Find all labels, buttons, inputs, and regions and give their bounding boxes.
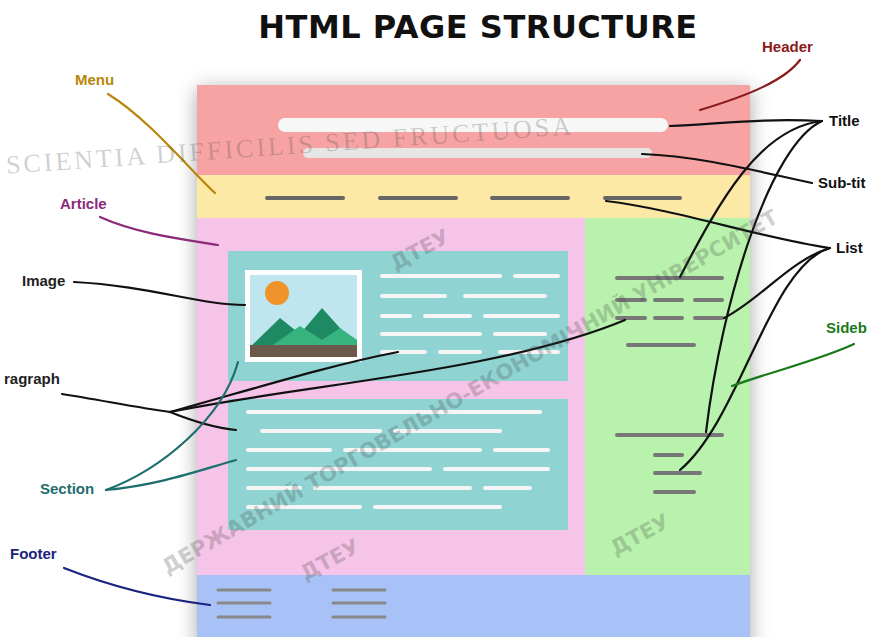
callout-label: Sub-tit — [818, 174, 865, 192]
page-body — [197, 85, 750, 637]
watermark-text: ДТЕУ — [386, 224, 453, 275]
header-band — [197, 85, 750, 175]
leader-line — [170, 412, 236, 430]
image-icon — [245, 270, 362, 362]
leader-line — [100, 217, 218, 245]
leader-line — [680, 248, 830, 470]
callout-label: Header — [762, 38, 813, 56]
footer-lines — [218, 590, 385, 617]
leader-line — [106, 362, 238, 490]
callout-label: Footer — [10, 545, 57, 563]
callout-label: Image — [22, 272, 65, 290]
watermark-text: SCIENTIA DIFFICILIS SED FRUCTUOSA — [5, 111, 575, 181]
leader-lines — [62, 60, 854, 605]
callout-label: Title — [829, 112, 860, 130]
leader-line — [108, 94, 215, 193]
watermark-text: ДЕРЖАВНИЙ ТОРГОВЕЛЬНО-ЕКОНОМІЧНИЙ УНІВЕР… — [158, 205, 782, 579]
subtitle-bar — [303, 148, 652, 158]
leader-line — [700, 60, 800, 110]
footer-band — [197, 575, 750, 637]
callout-label: Article — [60, 195, 107, 213]
leader-line — [74, 282, 245, 305]
leader-line — [170, 352, 398, 412]
leader-line — [642, 154, 812, 183]
callout-label: Menu — [75, 71, 114, 89]
leader-line — [670, 120, 822, 126]
sidebar-lists — [617, 278, 722, 492]
page-title: HTML PAGE STRUCTURE — [238, 8, 718, 46]
leader-line — [732, 344, 854, 386]
callout-label: List — [836, 239, 863, 257]
callout-label: ragraph — [4, 370, 60, 388]
leader-line — [170, 320, 625, 412]
leader-line — [106, 460, 236, 490]
leader-line — [62, 394, 170, 412]
page-mockup — [197, 85, 750, 637]
leader-line — [64, 568, 210, 605]
leader-line — [724, 248, 830, 318]
leader-line — [680, 121, 822, 277]
sidebar-area — [585, 218, 750, 575]
callout-label: Section — [40, 480, 94, 498]
menu-items — [267, 196, 680, 200]
watermark-text: ДТЕУ — [606, 509, 673, 560]
leader-line — [606, 201, 830, 248]
section-box — [228, 399, 568, 530]
title-bar — [278, 118, 668, 132]
callout-label: Sideb — [826, 319, 867, 337]
section-box — [228, 251, 568, 381]
leader-line — [706, 121, 822, 432]
watermark-text: ДТЕУ — [296, 534, 363, 585]
